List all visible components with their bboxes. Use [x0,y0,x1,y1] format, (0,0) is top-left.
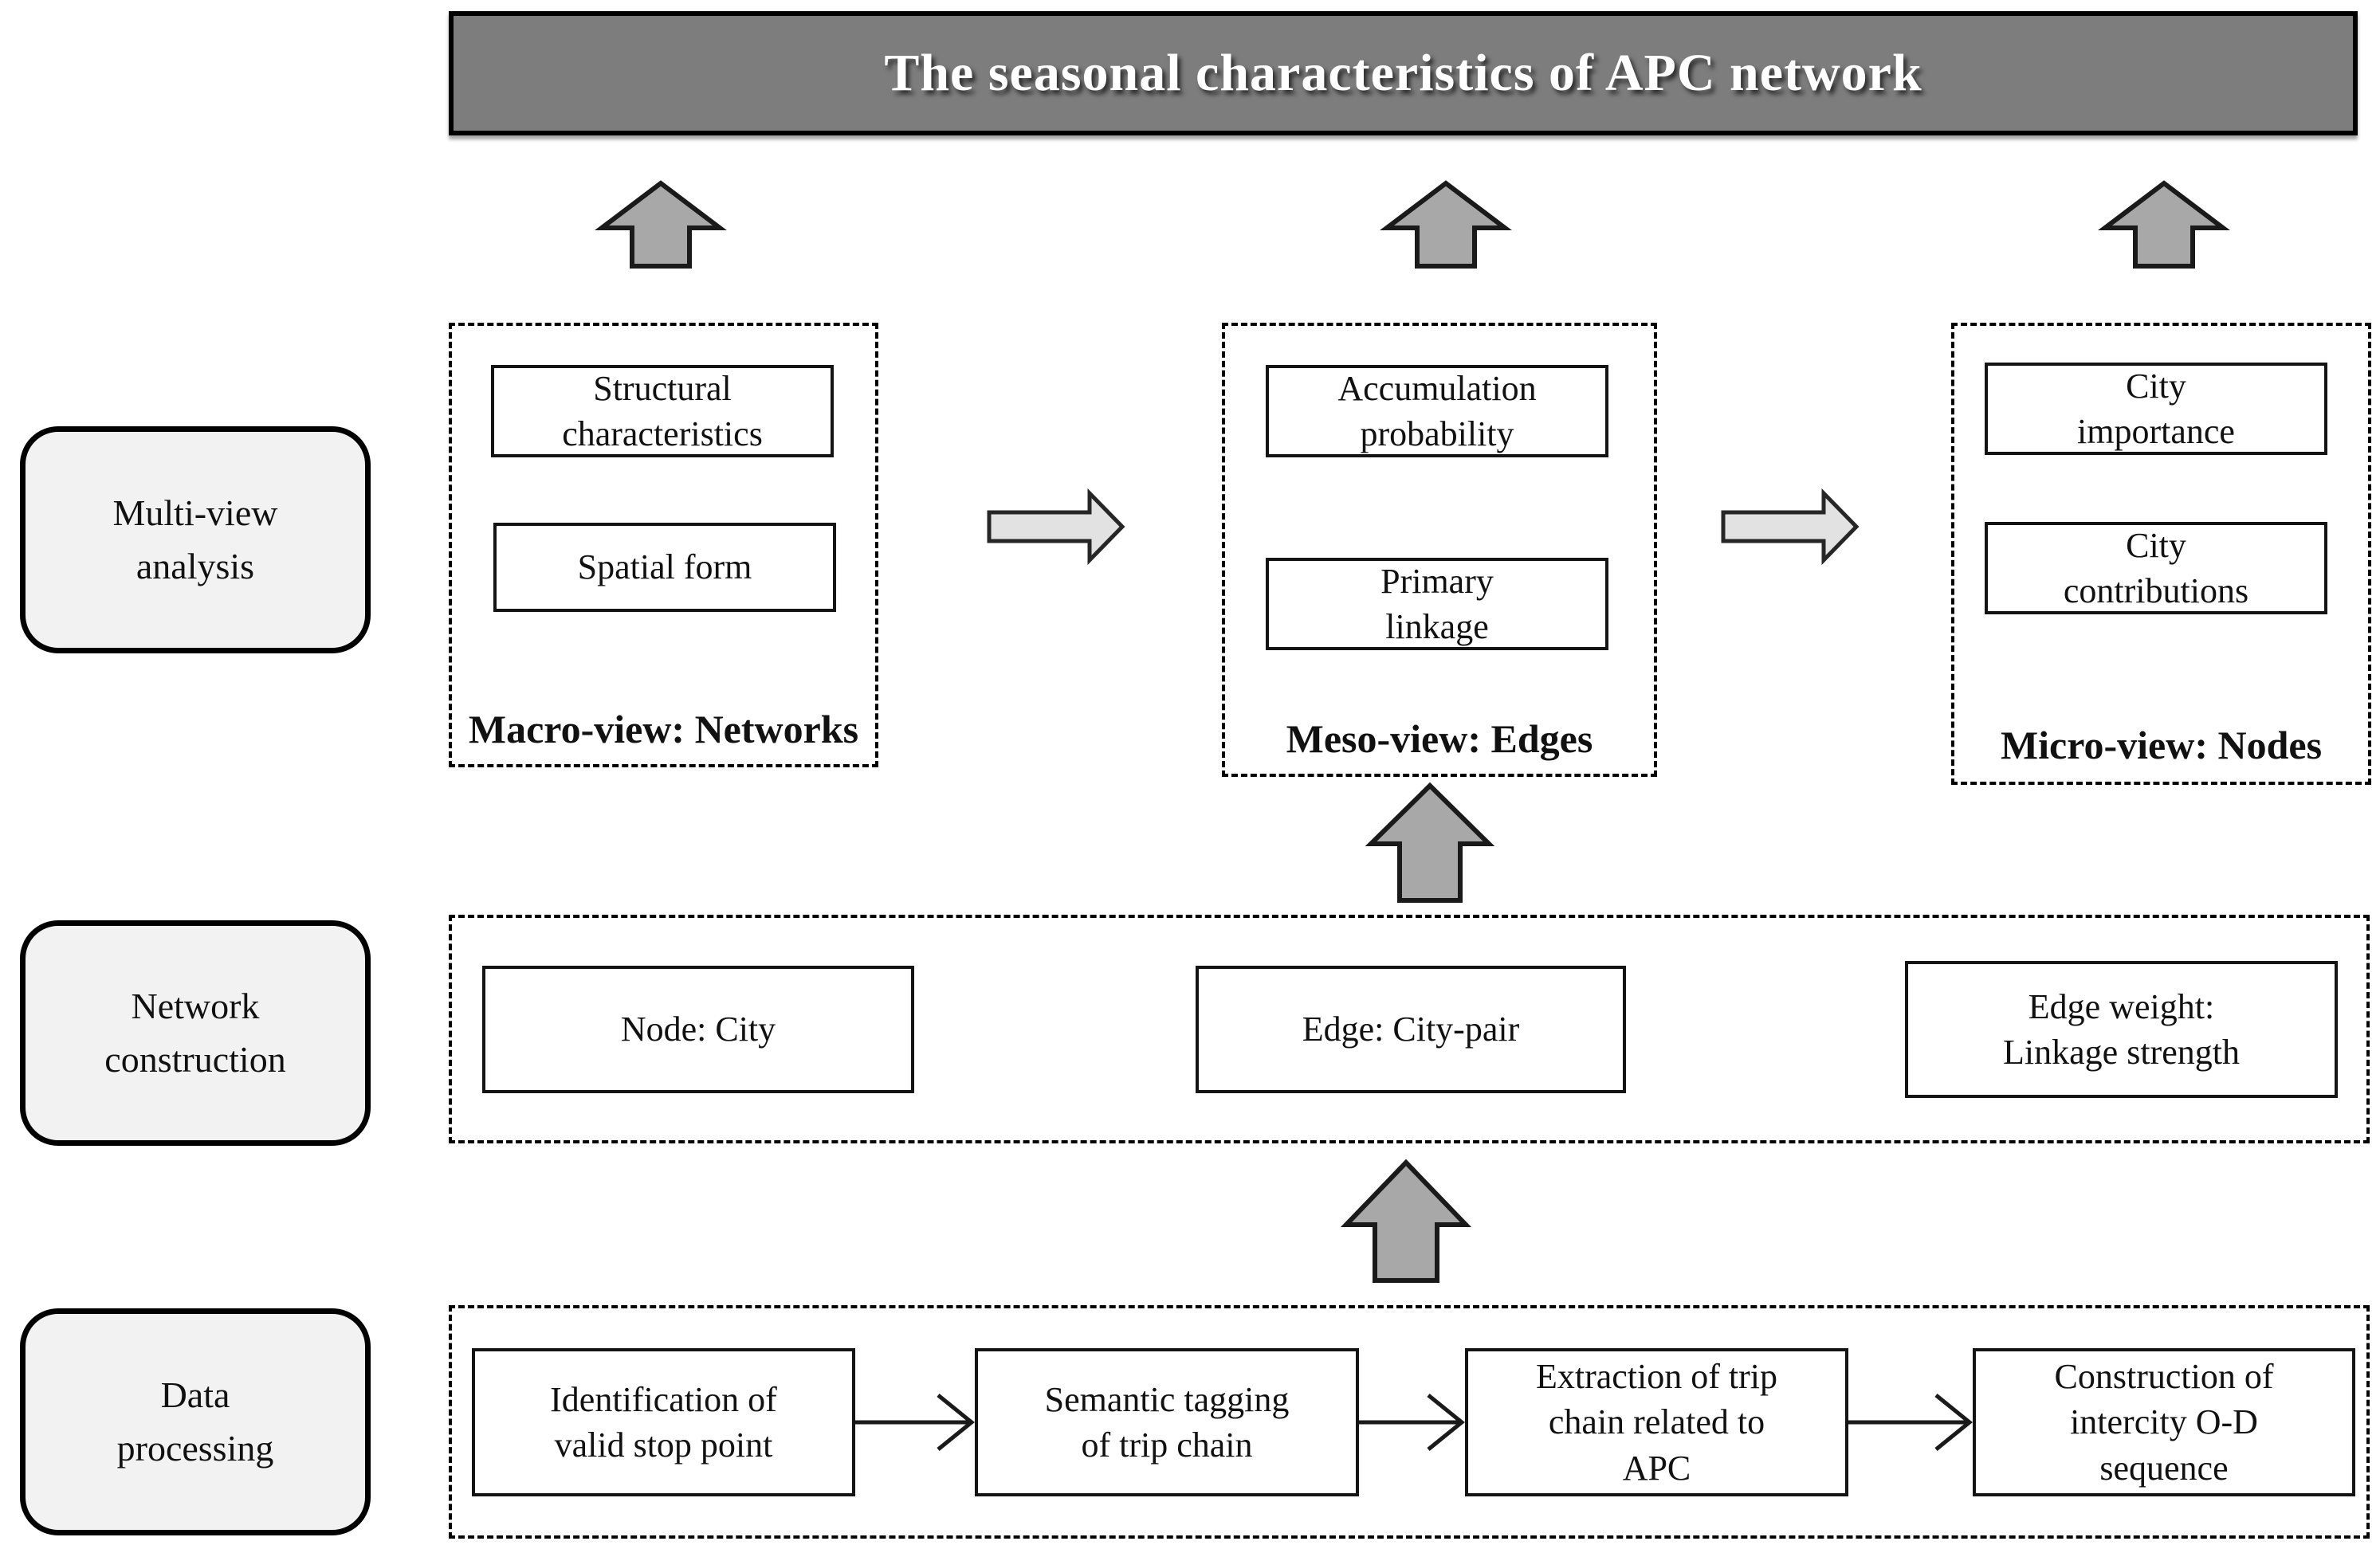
box-construction-intercity-od-sequence: Construction of intercity O-D sequence [1973,1348,2355,1496]
stage-label-network-construction: Network construction [20,920,371,1146]
box-accumulation-probability: Accumulation probability [1266,365,1608,457]
data-processing-group [449,1305,2370,1539]
up-arrow-micro-to-title [2098,180,2230,269]
title-bar: The seasonal characteristics of APC netw… [449,11,2358,135]
box-edge-weight-linkage-strength: Edge weight: Linkage strength [1905,961,2338,1098]
up-arrow-data-to-construction [1340,1159,1472,1283]
box-city-importance: City importance [1985,363,2327,455]
flow-arrow-step3-to-step4 [1848,1394,1973,1451]
box-primary-linkage: Primary linkage [1266,558,1608,650]
up-arrow-construction-to-meso [1365,782,1495,903]
box-city-contributions: City contributions [1985,522,2327,614]
caption-macro-view: Macro-view: Networks [468,707,859,751]
box-structural-characteristics: Structural characteristics [491,365,834,457]
up-arrow-meso-to-title [1380,180,1512,269]
box-identification-valid-stop-point: Identification of valid stop point [472,1348,855,1496]
caption-meso-view: Meso-view: Edges [1286,716,1593,761]
flow-arrow-step2-to-step3 [1359,1394,1465,1451]
box-extraction-trip-chain-apc: Extraction of trip chain related to APC [1465,1348,1848,1496]
stage-label-multi-view-analysis: Multi-view analysis [20,426,371,653]
flow-arrow-step1-to-step2 [855,1394,975,1451]
box-semantic-tagging-trip-chain: Semantic tagging of trip chain [975,1348,1359,1496]
right-arrow-meso-to-micro [1721,488,1860,566]
micro-view-group [1951,323,2371,785]
macro-view-group [449,323,878,767]
box-edge-city-pair: Edge: City-pair [1196,966,1626,1093]
caption-micro-view: Micro-view: Nodes [2000,723,2323,767]
stage-label-data-processing: Data processing [20,1308,371,1535]
meso-view-group [1222,323,1657,777]
network-construction-group [449,915,2370,1143]
box-spatial-form: Spatial form [493,523,836,612]
figure-title: The seasonal characteristics of APC netw… [884,44,1922,102]
box-node-city: Node: City [482,966,914,1093]
right-arrow-macro-to-meso [987,488,1125,566]
up-arrow-macro-to-title [595,180,727,269]
